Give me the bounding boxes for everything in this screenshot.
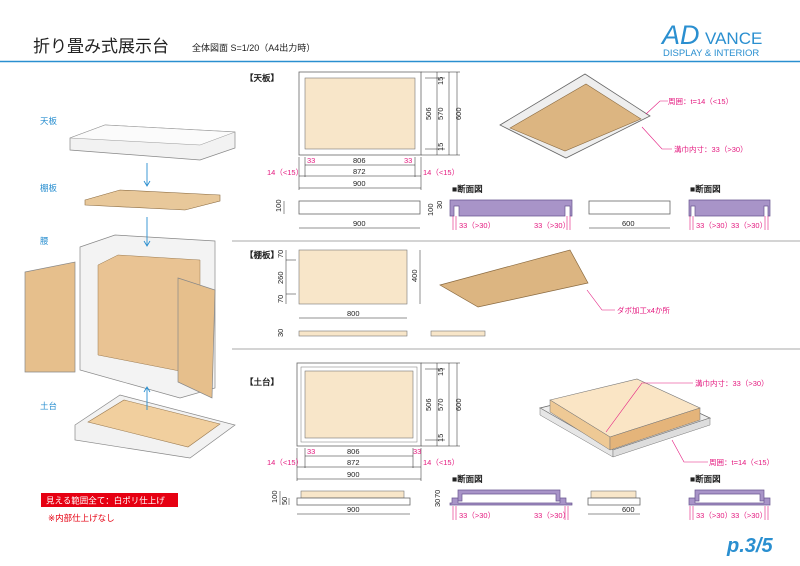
dim: 400 xyxy=(410,269,419,282)
base-side-tray xyxy=(587,497,641,506)
dim-pink: 33（>30） xyxy=(459,511,495,520)
top-plan-inner xyxy=(304,77,416,150)
dim-pink: 33（>30） xyxy=(696,221,732,230)
logo-tagline: DISPLAY & INTERIOR xyxy=(663,48,759,59)
dim: 806 xyxy=(353,156,366,165)
brand-logo: AD VANCE DISPLAY & INTERIOR xyxy=(660,20,762,59)
base-front-block xyxy=(300,490,405,499)
dim: 100 xyxy=(270,490,279,503)
callout-dowel: ダボ加工x4か所 xyxy=(617,305,670,315)
dim: 900 xyxy=(353,179,366,188)
dim: 30 xyxy=(435,201,444,209)
dim: 900 xyxy=(353,219,366,228)
dim: 100 xyxy=(274,199,283,212)
base-side-section-profile xyxy=(688,489,771,506)
dim: 900 xyxy=(347,505,360,514)
top-side-section-profile xyxy=(688,199,771,217)
shelf-section: 【棚板】 70 260 70 400 800 30 ダボ加工x4か所 xyxy=(245,249,670,337)
dim: 600 xyxy=(622,505,635,514)
dim: 15 xyxy=(436,143,445,151)
base-front-tray xyxy=(296,497,411,506)
base-plan-inner xyxy=(304,370,414,439)
dim: 600 xyxy=(622,219,635,228)
dim-pink: 33 xyxy=(413,447,421,456)
callout-wall: 周囲：t=14（<15） xyxy=(709,458,774,467)
dim: 15 xyxy=(436,77,445,85)
dim: 570 xyxy=(436,398,445,411)
exploded-view: 天板 棚板 腰 土台 xyxy=(24,116,236,459)
shelf-plan xyxy=(298,249,408,305)
section-label: 【土台】 xyxy=(245,377,279,387)
shelf-3d-view xyxy=(439,249,589,308)
base-section: 【土台】 15 506 570 15 600 33 806 33 14（<15）… xyxy=(245,362,774,520)
left-door xyxy=(24,261,76,373)
top-board-section: 【天板】 15 506 570 15 600 33 806 33 14（<15）… xyxy=(245,71,771,230)
dim-pink: 33（>30） xyxy=(731,511,767,520)
dim: 15 xyxy=(436,368,445,376)
dim: 15 xyxy=(436,434,445,442)
dim-pink: 33 xyxy=(404,156,412,165)
dim: 100 xyxy=(426,203,435,216)
top-side-elevation xyxy=(588,200,671,215)
label-shelf: 棚板 xyxy=(40,183,58,193)
shelf-3d xyxy=(84,189,221,211)
dim: 600 xyxy=(454,107,463,120)
dim: 70 xyxy=(276,250,285,258)
shelf-front-elevation xyxy=(298,330,408,337)
dim-pink: 14（<15） xyxy=(423,168,459,177)
section-view-label: ■断面図 xyxy=(690,184,721,194)
dim-pink: 33（>30） xyxy=(696,511,732,520)
interior-note: ※内部仕上げなし xyxy=(48,513,115,523)
dim-pink: 33 xyxy=(307,156,315,165)
dim-pink: 33（>30） xyxy=(459,221,495,230)
label-base: 土台 xyxy=(40,401,57,411)
page-number: p.3/5 xyxy=(726,535,773,557)
callout-groove: 溝巾内寸：33（>30） xyxy=(674,144,748,154)
dim-pink: 33 xyxy=(307,447,315,456)
page-subtitle: 全体図面 S=1/20（A4出力時） xyxy=(192,42,315,53)
page-title: 折り畳み式展示台 xyxy=(33,37,169,56)
dim: 30 xyxy=(433,499,442,507)
dim-pink: 14（<15） xyxy=(267,168,303,177)
shelf-side-elevation xyxy=(430,330,486,337)
dim: 70 xyxy=(433,490,442,498)
dim: 260 xyxy=(276,271,285,284)
base-side-block xyxy=(590,490,637,499)
dim: 30 xyxy=(276,329,285,337)
dim: 570 xyxy=(436,107,445,120)
label-top-board: 天板 xyxy=(40,116,58,126)
assembly-arrows xyxy=(143,163,151,410)
dim: 872 xyxy=(347,458,360,467)
dim: 506 xyxy=(424,107,433,120)
dim-pink: 14（<15） xyxy=(423,458,459,467)
logo-name: VANCE xyxy=(705,29,762,48)
label-body: 腰 xyxy=(40,236,49,246)
dim-pink: 33（>30） xyxy=(534,221,570,230)
dim: 806 xyxy=(347,447,360,456)
finish-note-badge xyxy=(41,493,178,507)
dim: 50 xyxy=(280,497,289,505)
dim-pink: 14（<15） xyxy=(267,458,303,467)
section-view-label: ■断面図 xyxy=(690,474,721,484)
section-view-label: ■断面図 xyxy=(452,184,483,194)
dim: 600 xyxy=(454,398,463,411)
dim-pink: 33（>30） xyxy=(731,221,767,230)
dim: 70 xyxy=(276,295,285,303)
callout-groove: 溝巾内寸：33（>30） xyxy=(695,378,769,388)
dim: 506 xyxy=(424,398,433,411)
finish-note: 見える範囲全て：白ポリ仕上げ xyxy=(46,496,165,506)
top-section-profile xyxy=(449,199,573,217)
base-section-profile xyxy=(449,489,573,506)
dim: 872 xyxy=(353,167,366,176)
callout-wall: 周囲：t=14（<15） xyxy=(668,97,733,106)
right-door xyxy=(177,277,216,399)
section-label: 【棚板】 xyxy=(245,250,279,260)
section-label: 【天板】 xyxy=(245,73,279,83)
section-view-label: ■断面図 xyxy=(452,474,483,484)
logo-mark: AD xyxy=(660,20,700,50)
dim: 900 xyxy=(347,470,360,479)
dim: 800 xyxy=(347,309,360,318)
dim-pink: 33（>30） xyxy=(534,511,570,520)
top-front-elevation xyxy=(298,200,421,215)
